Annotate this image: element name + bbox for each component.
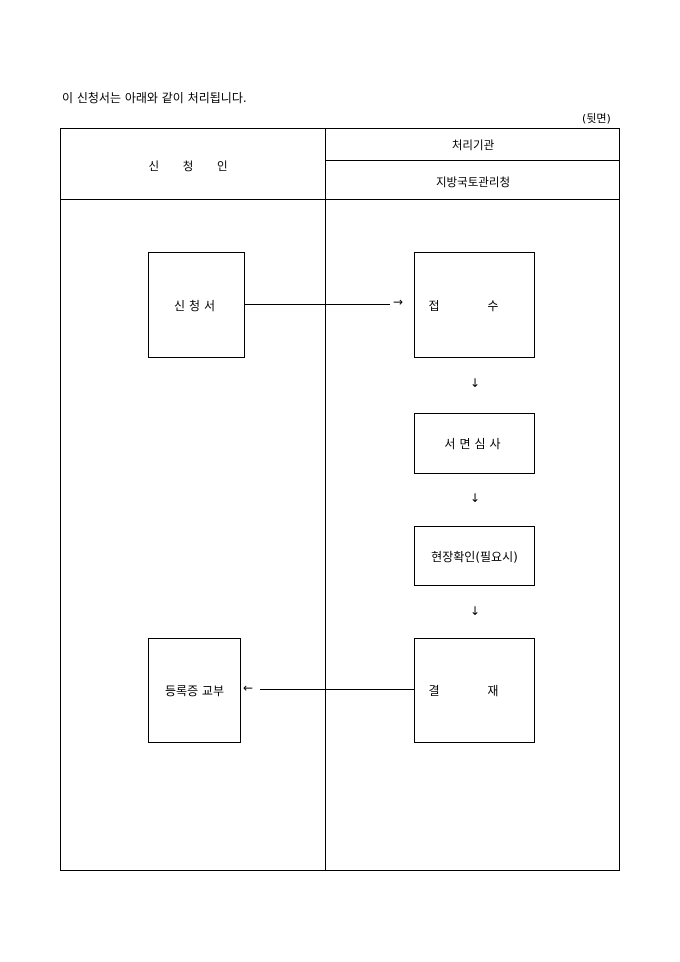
connector-line-submit [245, 304, 390, 305]
down-arrow-icon: ↓ [470, 491, 481, 505]
applicant-header: 신 청 인 [148, 159, 238, 173]
issue-box: 등록증 교부 [148, 638, 241, 743]
approval-box: 결 재 [414, 638, 535, 743]
down-arrow-icon: ↓ [470, 604, 481, 618]
application-label: 신청서 [173, 298, 220, 313]
processing-agency: 지방국토관리청 [435, 175, 511, 189]
receipt-label: 접 수 [428, 298, 521, 313]
processing-org-header: 처리기관 [451, 138, 495, 152]
right-arrow-icon: → [393, 295, 404, 309]
receipt-box: 접 수 [414, 252, 535, 358]
process-table [60, 128, 620, 871]
connector-line-issue [260, 689, 414, 690]
header-subdivider [325, 160, 620, 161]
down-arrow-icon: ↓ [470, 376, 481, 390]
application-box: 신청서 [148, 252, 245, 358]
document-review-box: 서면심사 [414, 413, 535, 474]
column-divider [325, 128, 326, 871]
approval-label: 결 재 [428, 684, 521, 698]
header-bottom-line [60, 199, 620, 200]
document-review-label: 서면심사 [444, 437, 505, 451]
site-check-box: 현장확인(필요시) [414, 526, 535, 586]
issue-label: 등록증 교부 [164, 684, 224, 698]
left-arrow-icon: ← [243, 681, 254, 695]
intro-text: 이 신청서는 아래와 같이 처리됩니다. [62, 91, 247, 105]
back-side-label: (뒷면) [582, 112, 611, 125]
site-check-label: 현장확인(필요시) [431, 549, 518, 564]
